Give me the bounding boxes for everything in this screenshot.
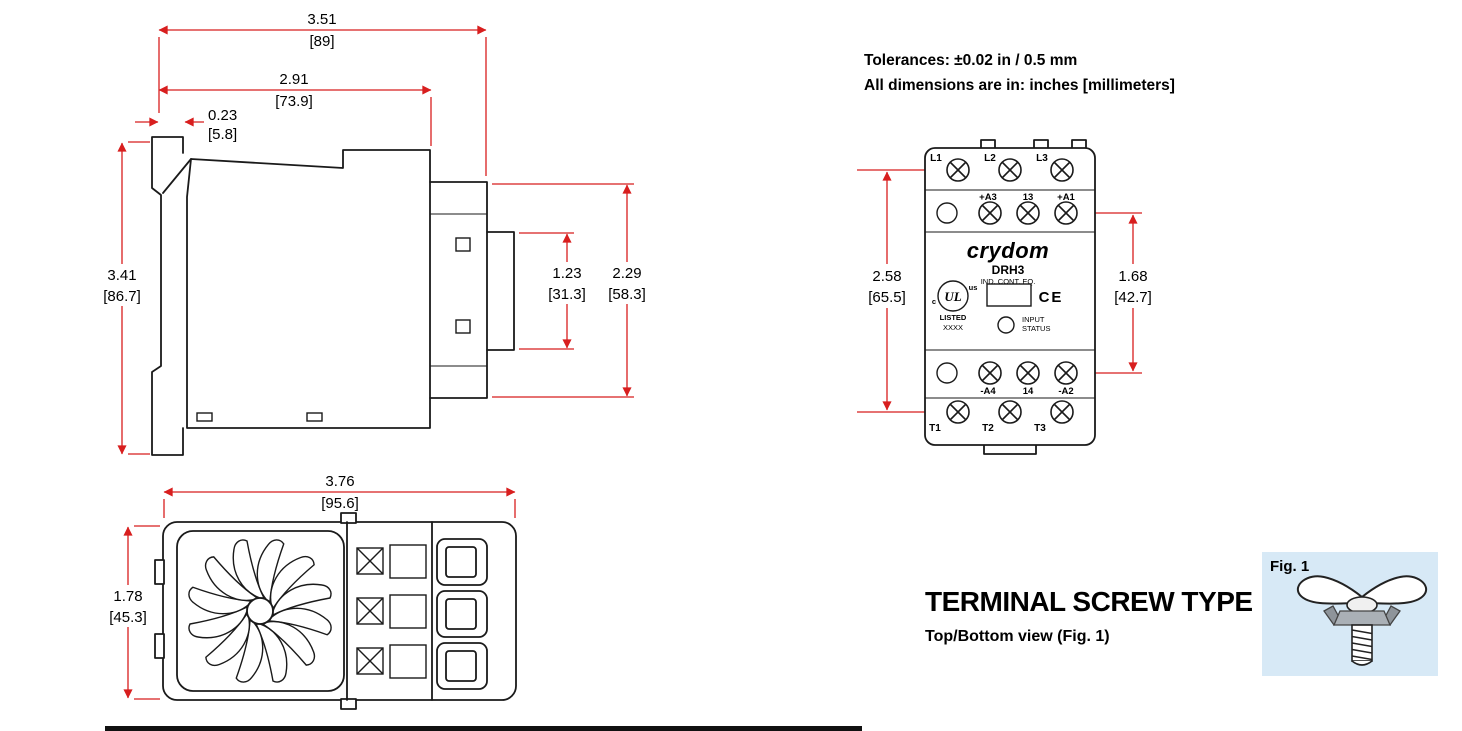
terminal-label-A3: +A3 [979, 192, 997, 203]
front-view-drawing: L1 L2 L3 +A3 13 +A1 crydom DRH3 IND. CON… [857, 139, 1157, 455]
din-clip-tab-upper [154, 559, 165, 585]
bottom-view-outline [154, 512, 517, 710]
units-line: All dimensions are in: inches [millimete… [864, 77, 1175, 94]
terminal-label-A1: +A1 [1057, 192, 1075, 203]
fan-icon [184, 535, 336, 687]
terminal-screw-L1 [946, 158, 970, 182]
side-view-dimensions: 3.51 [89] 2.91 [73.9] 0.23 [5.8] 3.41 [8… [101, 11, 651, 455]
input-status-label-1: INPUT [1022, 315, 1045, 324]
terminal-screw-T3 [1050, 400, 1074, 424]
terminal-label-14: 14 [1023, 386, 1034, 397]
bottom-screw-1 [356, 547, 384, 575]
svg-text:c: c [932, 297, 936, 306]
terminal-screw-T2 [998, 400, 1022, 424]
terminal-screw-A1 [1054, 201, 1078, 225]
terminal-label-L3: L3 [1036, 153, 1048, 164]
tolerance-line: Tolerances: ±0.02 in / 0.5 mm [864, 52, 1078, 69]
dim-overall-width-in: 3.51 [307, 11, 336, 28]
dim-bottom-depth-mm: [45.3] [109, 609, 147, 626]
dim-overall-width-mm: [89] [309, 33, 334, 50]
dim-rail-depth-in: 0.23 [208, 107, 237, 124]
washer [1333, 610, 1391, 626]
dim-bottom-depth-in: 1.78 [113, 588, 142, 605]
svg-text:us: us [969, 283, 978, 292]
terminal-label-T2: T2 [982, 423, 994, 434]
tolerance-notes: Tolerances: ±0.02 in / 0.5 mm All dimens… [864, 48, 1175, 98]
bottom-screw-3 [356, 647, 384, 675]
dim-overall-height-in: 3.41 [107, 267, 136, 284]
relay-body-profile [186, 149, 515, 429]
terminal-screw-A3 [978, 201, 1002, 225]
dim-terminal-outer-in: 2.29 [612, 265, 641, 282]
ce-mark: CE [1039, 289, 1064, 306]
terminal-screw-13 [1016, 201, 1040, 225]
vent-detail-left [196, 412, 213, 422]
dim-rail-depth-mm: [5.8] [208, 126, 237, 143]
terminal-label-L1: L1 [930, 153, 942, 164]
figure-1-label: Fig. 1 [1270, 558, 1310, 575]
section-title: TERMINAL SCREW TYPE [925, 586, 1253, 617]
housing-tab-bottom [340, 698, 357, 710]
terminal-label-A2: -A2 [1058, 386, 1073, 397]
dim-control-span-in: 1.68 [1118, 268, 1147, 285]
dim-body-width-mm: [73.9] [275, 93, 313, 110]
terminal-screw-icon [1297, 575, 1427, 666]
terminal-label-A4: -A4 [980, 386, 996, 397]
terminal-label-T3: T3 [1034, 423, 1046, 434]
input-status-label-2: STATUS [1022, 324, 1050, 333]
svg-text:XXXX: XXXX [943, 323, 963, 332]
vent-detail-right [306, 412, 323, 422]
dim-front-height-mm: [65.5] [868, 289, 906, 306]
page-edge-rule [105, 726, 862, 731]
ul-listed-icon: UL c us LISTED XXXX [932, 280, 978, 332]
terminal-screw-A4 [978, 361, 1002, 385]
bottom-view-drawing: 3.76 [95.6] 1.78 [45.3] [102, 473, 517, 710]
equipment-descriptor: IND. CONT. EQ. [981, 277, 1036, 286]
terminal-screw-L2 [998, 158, 1022, 182]
terminal-screw-L3 [1050, 158, 1074, 182]
mounting-hole-lower [936, 362, 958, 384]
figure-1-panel: Fig. 1 [1262, 552, 1438, 676]
input-status-led [997, 316, 1015, 334]
dim-body-width-in: 2.91 [279, 71, 308, 88]
housing-tab-top [340, 512, 357, 524]
section-subtitle: Top/Bottom view (Fig. 1) [925, 628, 1110, 645]
bottom-view-dimensions: 3.76 [95.6] 1.78 [45.3] [102, 473, 516, 700]
din-clip-tab-lower [154, 633, 165, 659]
dim-bottom-width-in: 3.76 [325, 473, 354, 490]
dim-terminal-inner-in: 1.23 [552, 265, 581, 282]
body-chamfer [162, 158, 192, 194]
brand-logo: crydom [967, 238, 1049, 263]
fan-housing [176, 530, 345, 692]
dim-terminal-outer-mm: [58.3] [608, 286, 646, 303]
terminal-label-L2: L2 [984, 153, 996, 164]
dim-bottom-width-mm: [95.6] [321, 495, 359, 512]
dim-control-span-mm: [42.7] [1114, 289, 1152, 306]
shaft-tip [1351, 660, 1373, 666]
side-terminal-screw-upper [455, 237, 471, 252]
din-rail-plate [151, 136, 184, 456]
side-view-outline [151, 136, 515, 456]
bottom-screw-2 [356, 597, 384, 625]
front-device: L1 L2 L3 +A3 13 +A1 crydom DRH3 IND. CON… [924, 139, 1096, 455]
side-view-drawing: 3.51 [89] 2.91 [73.9] 0.23 [5.8] 3.41 [8… [101, 11, 651, 456]
dim-front-height-in: 2.58 [872, 268, 901, 285]
dim-terminal-inner-mm: [31.3] [548, 286, 586, 303]
svg-text:LISTED: LISTED [940, 313, 967, 322]
model-number: DRH3 [992, 263, 1025, 277]
fan-hub [246, 597, 274, 625]
terminal-screw-A2 [1054, 361, 1078, 385]
terminal-label-13: 13 [1023, 192, 1034, 203]
svg-text:UL: UL [944, 289, 961, 304]
terminal-screw-14 [1016, 361, 1040, 385]
side-terminal-screw-lower [455, 319, 471, 334]
bottom-terminal-block [346, 521, 488, 701]
label-window [986, 283, 1032, 307]
front-view-dimension-text: 2.58 [65.5] 1.68 [42.7] [865, 264, 1157, 308]
mounting-hole-upper [936, 202, 958, 224]
terminal-screw-T1 [946, 400, 970, 424]
terminal-label-T1: T1 [929, 423, 941, 434]
dim-overall-height-mm: [86.7] [103, 288, 141, 305]
